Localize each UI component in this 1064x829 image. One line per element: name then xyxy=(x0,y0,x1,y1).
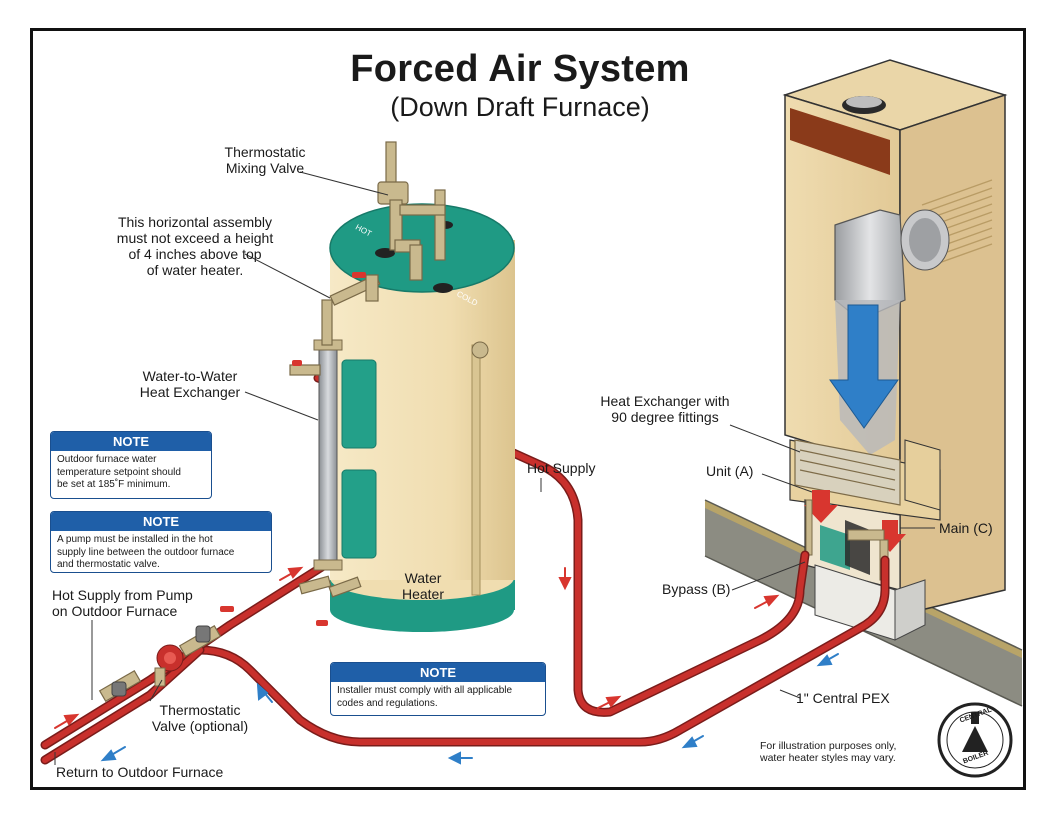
water-heater xyxy=(329,203,515,632)
heat-arrow-a xyxy=(804,490,838,523)
furnace xyxy=(782,59,1008,641)
note-body: Installer must comply with all applicabl… xyxy=(337,685,513,709)
label-water-to-water-heat-exchanger: Water-to-Water Heat Exchanger xyxy=(139,368,241,401)
leader-lines xyxy=(54,171,935,765)
page-title: Forced Air System xyxy=(350,48,690,90)
note-box-setpoint: NOTE Outdoor furnace water temperature s… xyxy=(50,431,212,499)
note-box-pump: NOTE A pump must be installed in the hot… xyxy=(50,511,272,573)
label-heat-exchanger-90: Heat Exchanger with 90 degree fittings xyxy=(600,393,730,426)
label-return-outdoor: Return to Outdoor Furnace xyxy=(56,764,224,780)
hot-flow-arrows xyxy=(54,406,780,729)
note-heading: NOTE xyxy=(51,512,271,531)
heat-exchanger-coil xyxy=(794,439,901,506)
pump-valve-cluster xyxy=(98,624,222,703)
mixing-valve-assembly xyxy=(289,141,446,598)
central-boiler-logo xyxy=(937,702,1013,778)
label-central-pex: 1" Central PEX xyxy=(796,690,890,706)
note-box-codes: NOTE Installer must comply with all appl… xyxy=(330,662,546,716)
note-heading: NOTE xyxy=(331,663,545,682)
note-heading: NOTE xyxy=(51,432,211,451)
valve-handles xyxy=(220,272,366,626)
return-flow-arrows xyxy=(100,653,839,765)
label-main-c: Main (C) xyxy=(939,520,993,536)
label-thermostatic-valve: Thermostatic Valve (optional) xyxy=(151,702,249,735)
airflow-arrow xyxy=(829,304,899,429)
label-unit-a: Unit (A) xyxy=(706,463,754,479)
label-hot-supply: Hot Supply xyxy=(527,460,596,476)
note-body: A pump must be installed in the hot supp… xyxy=(57,534,235,570)
disclaimer-text: For illustration purposes only, water he… xyxy=(760,740,897,765)
label-horizontal-assembly: This horizontal assembly must not exceed… xyxy=(116,214,274,279)
page-subtitle: (Down Draft Furnace) xyxy=(390,92,650,122)
label-bypass-b: Bypass (B) xyxy=(662,581,731,597)
label-water-heater: Water Heater xyxy=(401,570,445,603)
flow-arrows xyxy=(54,406,839,765)
label-hot-supply-pump: Hot Supply from Pump on Outdoor Furnace xyxy=(52,587,193,620)
note-body: Outdoor furnace water temperature setpoi… xyxy=(57,454,181,490)
label-mixing-valve: Thermostatic Mixing Valve xyxy=(224,144,306,177)
heat-arrow-c xyxy=(874,520,906,552)
